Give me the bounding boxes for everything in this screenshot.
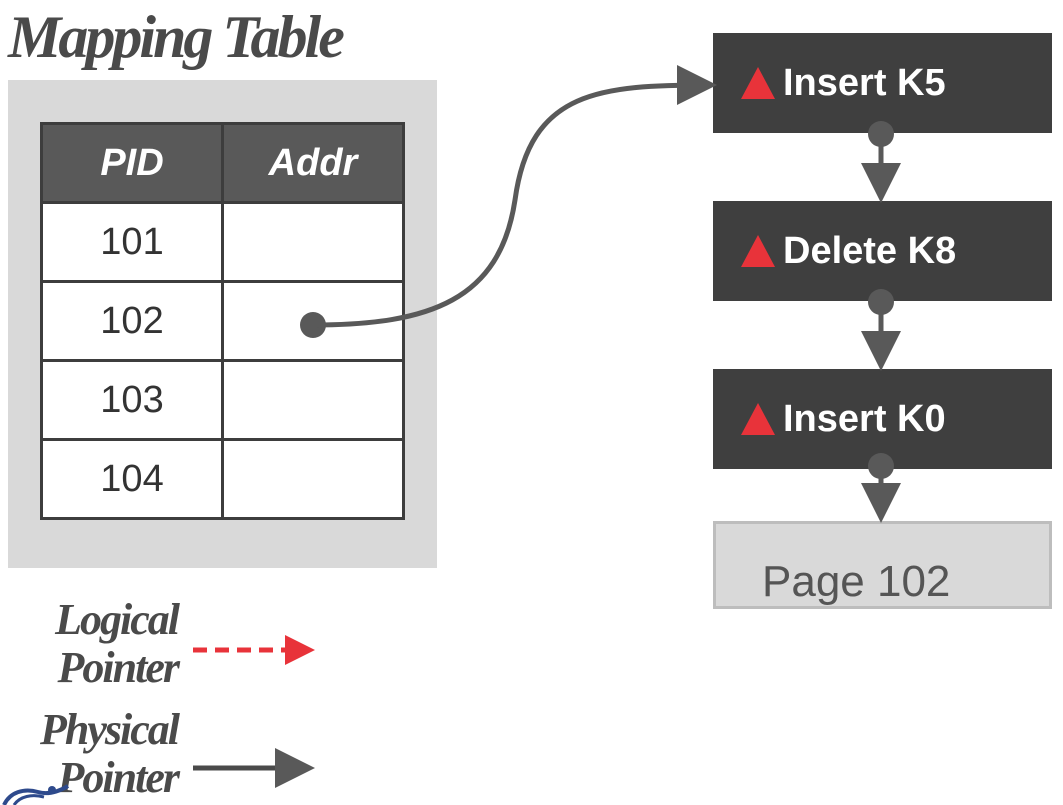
header-pid: PID [40,122,224,204]
delta-record-insert-k5: Insert K5 [713,33,1052,133]
table-row: 104 [40,438,405,520]
university-logo-icon [2,784,70,805]
chain-connector-2 [861,289,901,371]
physical-pointer-arrow [312,65,717,328]
delta-record-delete-k8: Delete K8 [713,201,1052,301]
addr-cell [221,359,405,441]
page-title: Mapping Table [8,4,345,70]
chain-connector-1 [861,121,901,203]
table-row: 101 [40,201,405,283]
header-addr: Addr [221,122,405,204]
delta-record-insert-k0: Insert K0 [713,369,1052,469]
table-header-row: PID Addr [40,122,405,204]
mapping-table: PID Addr 101 102 103 104 [40,122,405,520]
pid-cell: 103 [40,359,224,441]
legend-logical-label: Logical Pointer [55,595,180,692]
addr-cell [221,438,405,520]
delta-label: Insert K0 [783,398,946,440]
legend-physical-label: Physical Pointer [40,705,180,802]
base-page: Page 102 [713,521,1052,609]
pid-cell: 104 [40,438,224,520]
delta-triangle-icon [741,235,775,267]
delta-triangle-icon [741,403,775,435]
addr-cell [221,201,405,283]
pid-cell: 101 [40,201,224,283]
delta-label: Insert K5 [783,62,946,104]
chain-connector-3 [861,453,901,523]
table-row: 103 [40,359,405,441]
delta-triangle-icon [741,67,775,99]
pid-cell: 102 [40,280,224,362]
delta-label: Delete K8 [783,230,957,272]
